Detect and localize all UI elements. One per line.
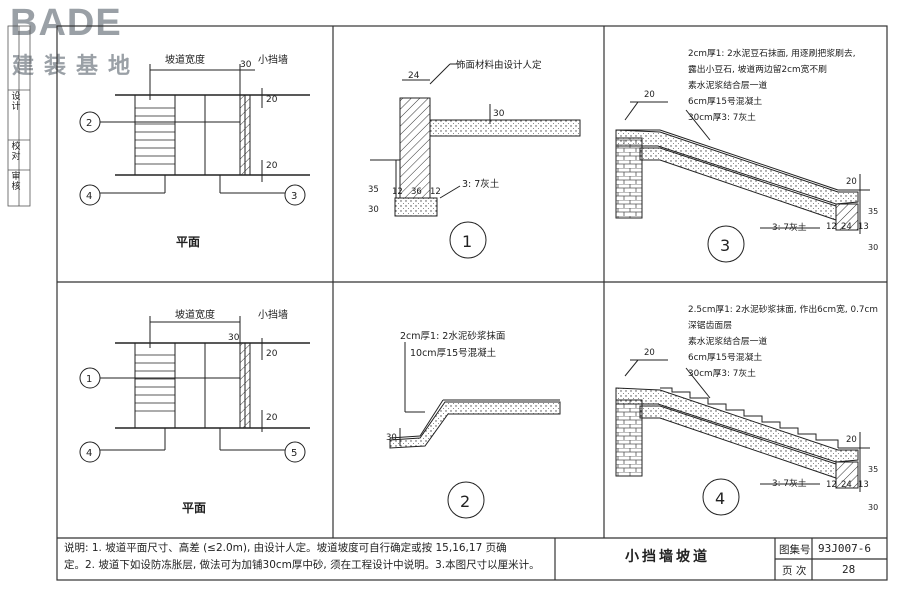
detail-2 — [389, 342, 561, 519]
detail4-soil: 3: 7灰土 — [772, 477, 807, 489]
side-label-2: 校对 — [11, 142, 21, 162]
detail3-dim-35: 35 — [868, 207, 878, 216]
detail3-dim-20a: 20 — [644, 90, 655, 100]
detail3-number: 3 — [720, 236, 730, 255]
logo-sub-text: 建装基地 — [12, 54, 141, 79]
plan-top-dim-c: 20 — [266, 161, 278, 171]
atlas-number-value: 93J007-6 — [818, 542, 871, 555]
side-label-3: 审核 — [11, 172, 21, 192]
detail4-dim-20b: 20 — [846, 435, 857, 445]
plan-bottom-dim-a: 30 — [228, 333, 240, 343]
detail4-dim-30: 30 — [868, 503, 878, 512]
detail3-layer-4: 6cm厚15号混凝土 — [688, 95, 762, 107]
detail4-layer-5: 30cm厚3: 7灰土 — [688, 367, 756, 379]
detail2-number: 2 — [460, 492, 470, 511]
detail1-dim-12a: 12 — [392, 187, 403, 197]
detail1-dim-12b: 12 — [430, 187, 441, 197]
note-line-2: 定。2. 坡道下如设防冻胀层, 做法可为加铺30cm厚中砂, 须在工程设计中说明… — [64, 559, 540, 571]
plan-bottom-marker-1: 1 — [86, 374, 92, 385]
detail1-soil: 3: 7灰土 — [462, 178, 500, 190]
detail3-dim-12: 12 — [826, 222, 837, 232]
plan-bottom — [79, 316, 310, 463]
plan-top-marker-3: 3 — [291, 191, 297, 202]
detail4-dim-12: 12 — [826, 480, 837, 490]
note-line-1: 说明: 1. 坡道平面尺寸、高差 (≤2.0m), 由设计人定。坡道坡度可自行确… — [64, 542, 507, 554]
plan-top-marker-4: 4 — [86, 191, 92, 202]
detail1-dim-35: 35 — [368, 185, 379, 195]
plan-top-wall-label: 小挡墙 — [258, 53, 288, 66]
plan-bottom-marker-4: 4 — [86, 448, 92, 459]
detail-3 — [615, 101, 870, 263]
notes-block: 说明: 1. 坡道平面尺寸、高差 (≤2.0m), 由设计人定。坡道坡度可自行确… — [64, 540, 552, 574]
detail4-number: 4 — [715, 489, 725, 508]
detail2-dim-30: 30 — [386, 433, 397, 443]
detail1-number: 1 — [462, 232, 472, 251]
detail4-dim-24: 24 — [841, 480, 852, 490]
detail3-dim-30: 30 — [868, 243, 878, 252]
plan-bottom-caption: 平面 — [182, 501, 206, 515]
detail4-layer-1: 2.5cm厚1: 2水泥砂浆抹面, 作出6cm宽, 0.7cm — [688, 303, 878, 315]
detail1-note: 饰面材料由设计人定 — [456, 59, 542, 71]
plan-bottom-dim-b: 20 — [266, 349, 278, 359]
detail2-layer-1: 2cm厚1: 2水泥砂浆抹面 — [400, 330, 505, 342]
detail4-layer-3: 素水泥浆结合层一道 — [688, 335, 767, 347]
detail1-dim-24: 24 — [408, 71, 420, 81]
logo-brand-text: BADE — [10, 2, 122, 44]
detail4-dim-13: 13 — [858, 480, 869, 490]
detail4-dim-20a: 20 — [644, 348, 655, 358]
plan-top-marker-2: 2 — [86, 118, 92, 129]
page-value: 28 — [842, 563, 856, 576]
plan-bottom-width-label: 坡道宽度 — [175, 308, 215, 321]
detail3-layer-3: 素水泥浆结合层一道 — [688, 79, 767, 91]
detail-1 — [370, 63, 581, 259]
page-label: 页 次 — [782, 565, 807, 577]
detail3-layer-1: 2cm厚1: 2水泥豆石抹面, 用逐刷把浆刷去, — [688, 47, 856, 59]
detail3-layer-5: 30cm厚3: 7灰土 — [688, 111, 756, 123]
drawing-title: 小挡墙坡道 — [625, 549, 710, 565]
detail3-dim-24: 24 — [841, 222, 852, 232]
detail3-soil: 3: 7灰土 — [772, 221, 807, 233]
detail-4 — [615, 359, 870, 516]
plan-top-dim-a: 30 — [240, 60, 252, 70]
detail4-dim-35: 35 — [868, 465, 878, 474]
brand-logo: BADE 建装基地 — [8, 2, 168, 82]
detail1-dim-36: 36 — [411, 187, 422, 197]
plan-bottom-dim-c: 20 — [266, 413, 278, 423]
plan-top-caption: 平面 — [176, 235, 200, 249]
plan-top-width-label: 坡道宽度 — [165, 53, 205, 66]
detail1-dim-30: 30 — [493, 109, 505, 119]
detail2-layer-2: 10cm厚15号混凝土 — [410, 347, 497, 359]
plan-top-dim-b: 20 — [266, 95, 278, 105]
plan-top — [79, 64, 310, 206]
detail4-layer-4: 6cm厚15号混凝土 — [688, 351, 762, 363]
side-label-1: 设计 — [11, 92, 21, 112]
plan-bottom-marker-5: 5 — [291, 448, 297, 459]
atlas-number-label: 图集号 — [779, 544, 811, 556]
detail4-layer-2: 深锯齿面层 — [688, 319, 732, 331]
plan-bottom-wall-label: 小挡墙 — [258, 308, 288, 321]
detail3-layer-2: 露出小豆石, 坡道两边留2cm宽不刷 — [688, 63, 827, 75]
detail3-dim-13: 13 — [858, 222, 869, 232]
detail1-dim-30b: 30 — [368, 205, 379, 215]
detail3-dim-20b: 20 — [846, 177, 857, 187]
